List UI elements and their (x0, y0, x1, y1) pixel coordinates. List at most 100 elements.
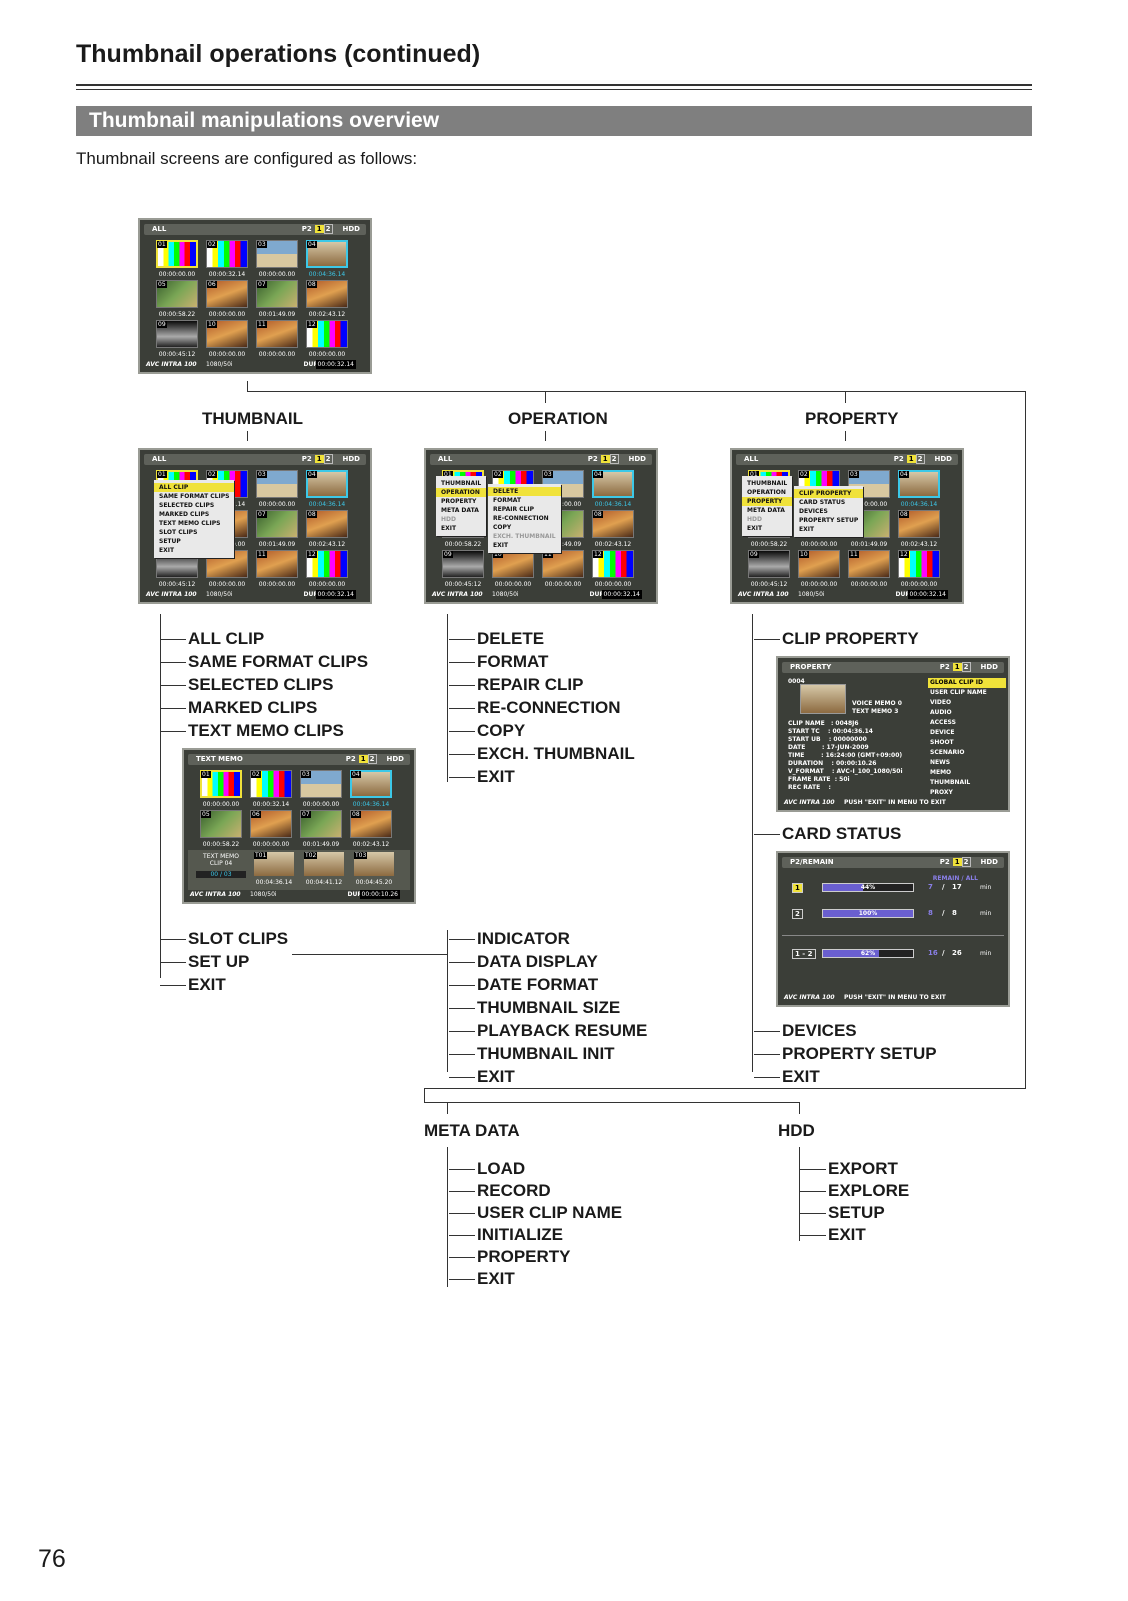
screen-menu-item[interactable]: OPERATION (436, 488, 487, 497)
clip-number: 08 (899, 511, 909, 518)
screen-menu-item[interactable]: DEVICES (799, 508, 828, 515)
screen-menu-item[interactable]: THUMBNAIL (441, 480, 482, 487)
side-menu-item[interactable]: VIDEO (930, 699, 952, 706)
screen-menu-item[interactable]: EXIT (493, 542, 509, 549)
connector (247, 391, 1025, 392)
screen-menu-item[interactable]: SAME FORMAT CLIPS (159, 493, 230, 500)
side-menu-item[interactable]: MEMO (930, 769, 952, 776)
memo-label: TEXT MEMO (203, 853, 239, 860)
screen-menu-item[interactable]: EXIT (747, 525, 763, 532)
side-menu-item[interactable]: ACCESS (930, 719, 956, 726)
remain-bar-fill (823, 910, 913, 917)
screen-menu-item[interactable]: MARKED CLIPS (159, 511, 210, 518)
screen-menu-item[interactable]: COPY (493, 524, 512, 531)
screen-menu-item[interactable]: SELECTED CLIPS (159, 502, 215, 509)
side-menu-item[interactable]: GLOBAL CLIP ID (928, 678, 1006, 688)
menu-item-exit: EXIT (188, 975, 226, 994)
screen-menu-item[interactable]: ALL CLIP (154, 483, 235, 492)
clip-number: 08 (593, 511, 603, 518)
screen-menu-item[interactable]: EXIT (799, 526, 815, 533)
screen-menu-item[interactable]: REPAIR CLIP (493, 506, 535, 513)
side-menu-item[interactable]: SHOOT (930, 739, 954, 746)
side-menu-item[interactable]: SCENARIO (930, 749, 965, 756)
screen-menu-item[interactable]: META DATA (441, 507, 479, 514)
screen-menu-item[interactable]: EXCH. THUMBNAIL (493, 533, 556, 540)
screen-menu-item[interactable]: PROPERTY (441, 498, 477, 505)
screen-menu-item[interactable]: META DATA (747, 507, 785, 514)
screen-menu-item[interactable]: EXIT (159, 547, 175, 554)
clip-timecode: 00:00:00.00 (800, 581, 838, 588)
screen-menu-item[interactable]: CLIP PROPERTY (794, 489, 864, 498)
side-menu-item[interactable]: DEVICE (930, 729, 955, 736)
side-menu-item[interactable]: THUMBNAIL (930, 779, 971, 786)
screen-menu-item[interactable]: SETUP (159, 538, 181, 545)
clip-number: 11 (543, 551, 553, 558)
screen-menu-item[interactable]: OPERATION (747, 489, 786, 496)
side-menu-item[interactable]: AUDIO (930, 709, 952, 716)
screen-menu-item[interactable]: EXIT (441, 525, 457, 532)
screen-menu-item[interactable]: HDD (441, 516, 456, 523)
screen-menu-item[interactable]: PROPERTY (742, 497, 793, 506)
clip-number: 11 (849, 551, 859, 558)
screen-menu-item[interactable]: FORMAT (493, 497, 522, 504)
screen-menu-item[interactable]: CARD STATUS (799, 499, 846, 506)
tree-connector (449, 1169, 475, 1170)
screen-menu-item[interactable]: THUMBNAIL (747, 480, 788, 487)
screen-menu-item[interactable]: TEXT MEMO CLIPS (159, 520, 221, 527)
clip-number: 04 (593, 471, 603, 478)
screen-menu-item[interactable]: PROPERTY SETUP (799, 517, 859, 524)
side-menu-item[interactable]: USER CLIP NAME (930, 689, 987, 696)
remain-sep: / (942, 949, 945, 957)
clip-number: 03 (543, 471, 553, 478)
side-menu-item[interactable]: NEWS (930, 759, 951, 766)
screen-menu-item[interactable]: DELETE (488, 487, 561, 496)
side-menu-item[interactable]: PROXY (930, 789, 953, 796)
screen-menu-item[interactable]: RE-CONNECTION (493, 515, 549, 522)
menu-item-prop-1: CARD STATUS (782, 824, 902, 843)
screen-menu-item[interactable]: HDD (747, 516, 762, 523)
screen-menu-item[interactable]: SLOT CLIPS (159, 529, 198, 536)
